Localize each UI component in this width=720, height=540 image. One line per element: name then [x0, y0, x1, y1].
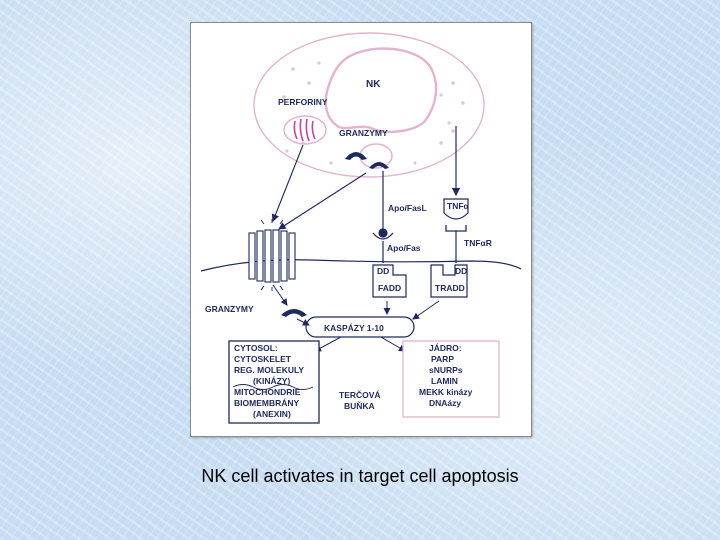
nk-granules — [282, 61, 465, 165]
nk-label: NK — [366, 79, 381, 90]
mitochondrion-wave — [232, 384, 314, 390]
cytosol-line: CYTOSKELET — [234, 354, 292, 364]
perforin-vesicle — [283, 115, 327, 145]
nk-nucleus — [324, 47, 438, 134]
tradd-to-kaspazy-arrow — [412, 300, 440, 320]
nk-cell-membrane — [253, 32, 485, 178]
perforin-pore — [248, 229, 296, 283]
apo-fasl-label: Apo/FasL — [388, 203, 427, 213]
cytosol-line: (KINÁZY) — [253, 376, 290, 386]
granzyme-molecule-3 — [281, 309, 307, 317]
kaspazy-label: KASPÁZY 1-10 — [324, 323, 384, 333]
granzyme-molecule-2 — [369, 162, 389, 169]
cytosol-line: (ANEXIN) — [253, 409, 291, 419]
granzyme-to-kaspazy-arrow — [296, 318, 310, 326]
fadd-box — [372, 264, 407, 298]
tnfar-receptor-cup — [445, 225, 467, 232]
tradd-box — [430, 264, 468, 298]
cytosol-line: MITOCHONDRIE — [234, 387, 301, 397]
tnfa-label: TNFα — [447, 201, 470, 211]
perforiny-label: PERFORINY — [278, 97, 328, 107]
jadro-line: MEKK kinázy — [419, 387, 473, 397]
kaspazy-box — [305, 316, 415, 338]
tradd-label: TRADD — [435, 283, 465, 293]
fadd-label: FADD — [378, 283, 401, 293]
tnfar-label: TNFαR — [464, 238, 492, 248]
dd-right-label: DD — [455, 266, 467, 276]
cytosol-box — [228, 340, 320, 424]
jadro-line: sNURPs — [429, 365, 463, 375]
tercova-label-line2: BUŇKA — [344, 400, 375, 411]
granzymy-top-label: GRANZYMY — [339, 128, 388, 138]
apo-fas-receptor-cup — [372, 232, 394, 240]
perforin-molecules — [293, 118, 316, 142]
cytosol-lines: CYTOSKELET REG. MOLEKULY (KINÁZY) MITOCH… — [234, 354, 304, 419]
jadro-line: DNAázy — [429, 398, 461, 408]
jadro-line: PARP — [431, 354, 454, 364]
apo-fas-label: Apo/Fas — [387, 243, 421, 253]
perforin-to-pore-arrow — [271, 144, 304, 223]
tnfa-molecule — [443, 198, 469, 220]
jadro-box — [402, 340, 500, 418]
cytosol-line: REG. MOLEKULY — [234, 365, 304, 375]
jadro-title: JÁDRO: — [429, 343, 462, 353]
pore-rays — [260, 219, 284, 291]
pathway-figure: NK PERFORINY GRANZYMY Apo/FasL TNFα Apo/… — [190, 22, 532, 437]
jadro-lines: PARP sNURPs LAMIN MEKK kinázy DNAázy — [419, 354, 473, 408]
cytosol-line: BIOMEMBRÁNY — [234, 398, 299, 408]
kaspazy-to-jadro-arrow — [380, 336, 406, 352]
slide-caption: NK cell activates in target cell apoptos… — [201, 466, 519, 486]
granzyme-to-pore-arrow — [278, 172, 367, 230]
pathway-diagram: NK PERFORINY GRANZYMY Apo/FasL TNFα Apo/… — [200, 32, 522, 424]
tercova-label-line1: TERČOVÁ — [339, 389, 381, 400]
pore-to-granzyme-arrow — [272, 284, 288, 306]
jadro-line: LAMIN — [431, 376, 458, 386]
cytosol-title: CYTOSOL: — [234, 343, 278, 353]
apo-fasl-ligand — [378, 228, 388, 238]
dd-left-label: DD — [377, 266, 389, 276]
granzyme-molecule-1 — [345, 152, 367, 160]
granzymy-bottom-label: GRANZYMY — [205, 304, 254, 314]
